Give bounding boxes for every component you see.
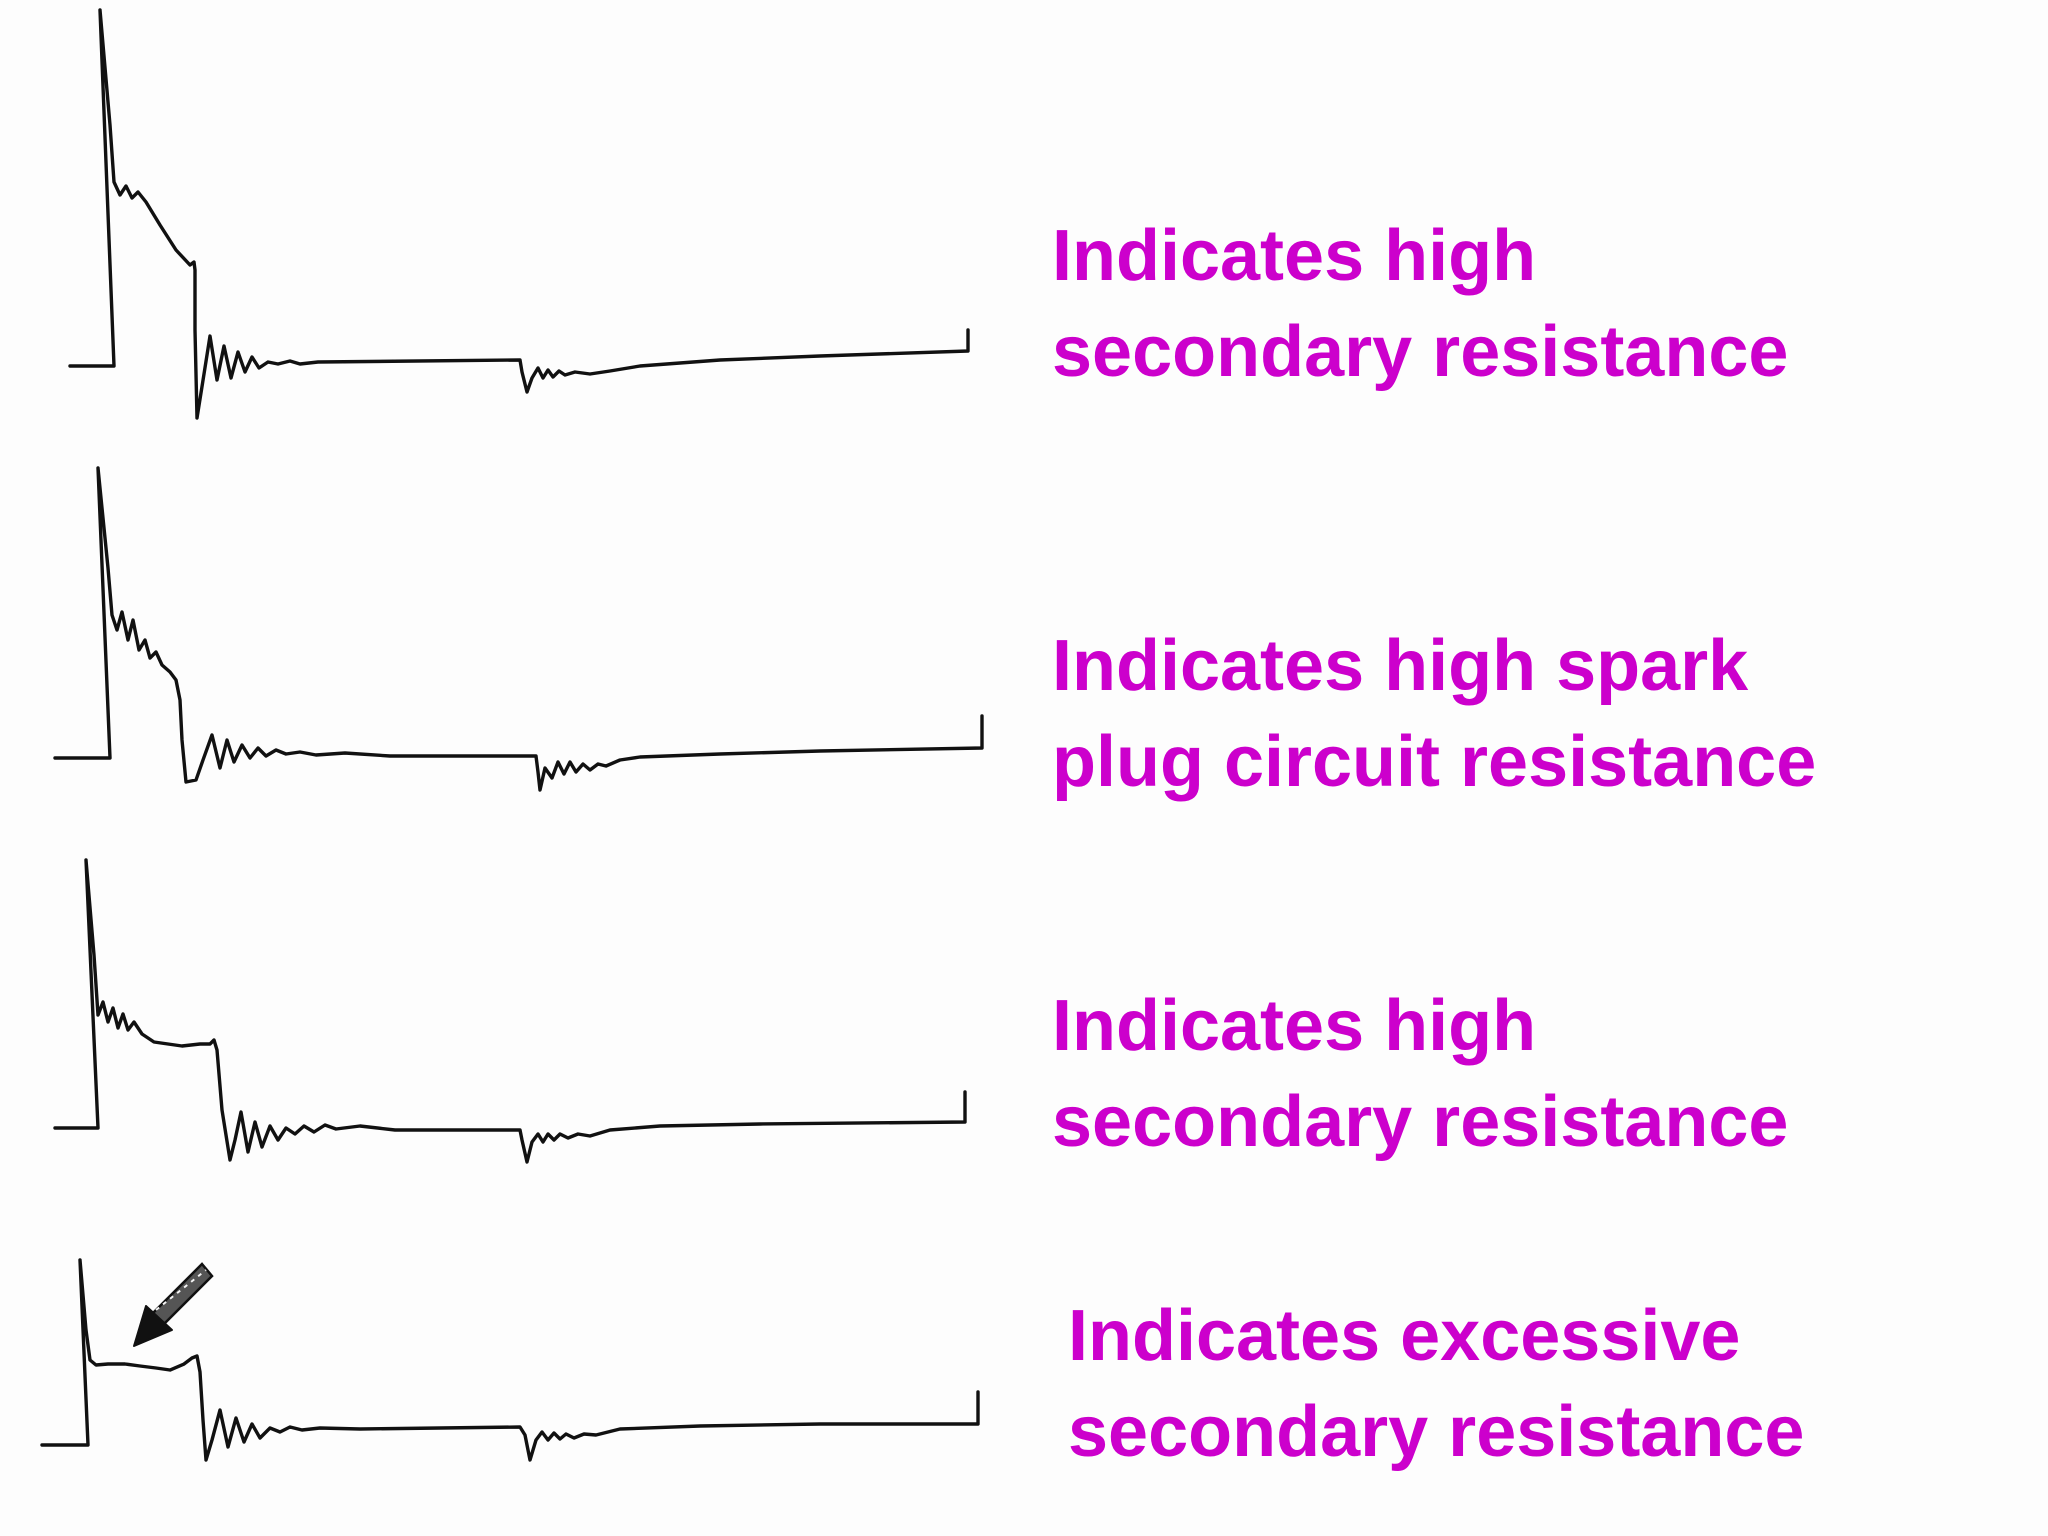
caption-1-line-2: secondary resistance <box>1052 312 1789 392</box>
arrow-down-left-icon <box>133 1262 214 1347</box>
caption-2: Indicates high spark plug circuit resist… <box>1052 618 1816 810</box>
caption-1: Indicates high secondary resistance <box>1052 208 1788 400</box>
caption-3-line-1: Indicates high <box>1052 986 1537 1066</box>
caption-2-line-1: Indicates high spark <box>1052 626 1749 706</box>
caption-2-line-2: plug circuit resistance <box>1052 722 1817 802</box>
caption-3-line-2: secondary resistance <box>1052 1082 1789 1162</box>
waveform-2 <box>53 466 984 792</box>
caption-3: Indicates high secondary resistance <box>1052 978 1788 1170</box>
caption-4: Indicates excessive secondary resistance <box>1068 1288 1804 1480</box>
caption-4-line-1: Indicates excessive <box>1068 1296 1741 1376</box>
caption-1-line-1: Indicates high <box>1052 216 1537 296</box>
waveform-3 <box>53 858 967 1164</box>
waveform-4 <box>40 1258 980 1462</box>
waveform-1 <box>68 8 970 420</box>
caption-4-line-2: secondary resistance <box>1068 1392 1805 1472</box>
